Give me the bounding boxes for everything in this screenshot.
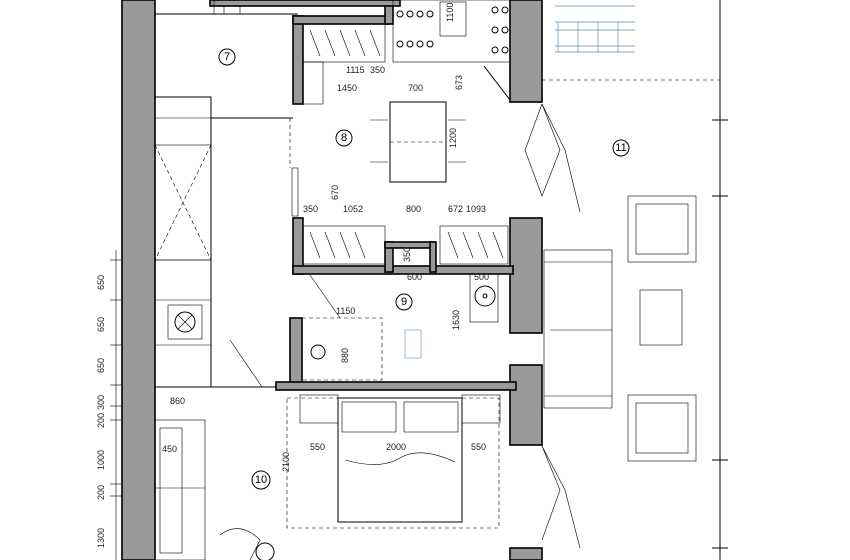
- top-right-fixtures: [392, 0, 511, 101]
- dim-label: 1300: [96, 528, 106, 548]
- svg-text:9: 9: [401, 296, 407, 308]
- room-label-r7: 7: [218, 48, 236, 66]
- dim-label: 1093: [466, 204, 486, 214]
- dim-label: 800: [406, 204, 421, 214]
- wall-bath-bottom: [275, 381, 517, 391]
- sofa: [543, 249, 613, 409]
- dim-label: 880: [340, 348, 350, 363]
- left-dimension-lines: [110, 250, 122, 560]
- dimension-labels: 1100 1115 350 1450 700 673 1200 670 350 …: [96, 3, 489, 548]
- dim-label: 350: [402, 247, 412, 262]
- dim-label: 200: [96, 413, 106, 428]
- room-label-r11: 11: [612, 139, 630, 157]
- svg-text:8: 8: [341, 132, 347, 144]
- terrace-grid: [555, 5, 635, 53]
- coffee-table: [639, 289, 683, 346]
- dim-label: 500: [474, 272, 489, 282]
- dim-label: 700: [408, 83, 423, 93]
- dim-label: 1200: [448, 128, 458, 148]
- toilet-icon: [404, 329, 422, 359]
- svg-text:7: 7: [224, 51, 230, 63]
- wall-closet-top: [292, 15, 389, 25]
- wall-bath-left: [289, 317, 303, 385]
- dim-label: 1100: [445, 3, 455, 22]
- dim-label: 550: [471, 442, 486, 452]
- dim-label: 350: [370, 65, 385, 75]
- dim-label: 1052: [343, 204, 363, 214]
- room-label-r8: 8: [335, 129, 353, 147]
- armchair: [627, 394, 697, 462]
- wall-top: [209, 0, 401, 7]
- wall-left: [121, 0, 156, 560]
- bed: [337, 397, 463, 523]
- kitchen-counter: [154, 96, 212, 388]
- dim-label: 650: [96, 317, 106, 332]
- dim-label: 1115: [346, 65, 365, 75]
- wall-right-top: [509, 0, 543, 103]
- dim-label: 450: [162, 444, 177, 454]
- svg-text:10: 10: [255, 474, 267, 486]
- dim-label: 670: [330, 185, 340, 200]
- dim-label: 350: [303, 204, 318, 214]
- drain-icon: [310, 344, 326, 360]
- bathroom-fixtures: [301, 273, 499, 381]
- dim-label: 860: [170, 396, 185, 406]
- dim-label: 1150: [336, 306, 355, 316]
- dim-label: 600: [407, 272, 422, 282]
- dim-label: 2100: [281, 452, 291, 472]
- dim-label: 1630: [451, 310, 461, 330]
- wall-right-mid: [509, 217, 543, 334]
- shower: [301, 317, 383, 381]
- dim-label: 1000: [96, 450, 106, 470]
- dim-label: 300: [96, 395, 106, 410]
- wall-closet-left: [292, 15, 304, 105]
- svg-text:11: 11: [615, 142, 626, 154]
- terrace-furniture: [524, 0, 728, 560]
- wall-right-low: [509, 364, 543, 446]
- armchair: [627, 195, 697, 263]
- bedroom-furniture: [154, 394, 501, 560]
- dim-label: 1450: [337, 83, 357, 93]
- wall-right-bottom: [509, 547, 543, 560]
- room8-furniture: [289, 23, 509, 265]
- dim-label: 550: [310, 442, 325, 452]
- dim-label: 650: [96, 275, 106, 290]
- room-label-r10: 10: [251, 470, 271, 490]
- dim-label: 200: [96, 485, 106, 500]
- dim-label: 650: [96, 358, 106, 373]
- dim-label: 672: [448, 204, 463, 214]
- room-label-r9: 9: [395, 293, 413, 311]
- dim-label: 2000: [386, 442, 406, 452]
- walls: [121, 0, 543, 560]
- stairs: [155, 0, 298, 15]
- wall-shaft-right: [429, 241, 437, 273]
- wall-room8-bottom: [292, 265, 514, 275]
- dim-label: 673: [454, 75, 464, 90]
